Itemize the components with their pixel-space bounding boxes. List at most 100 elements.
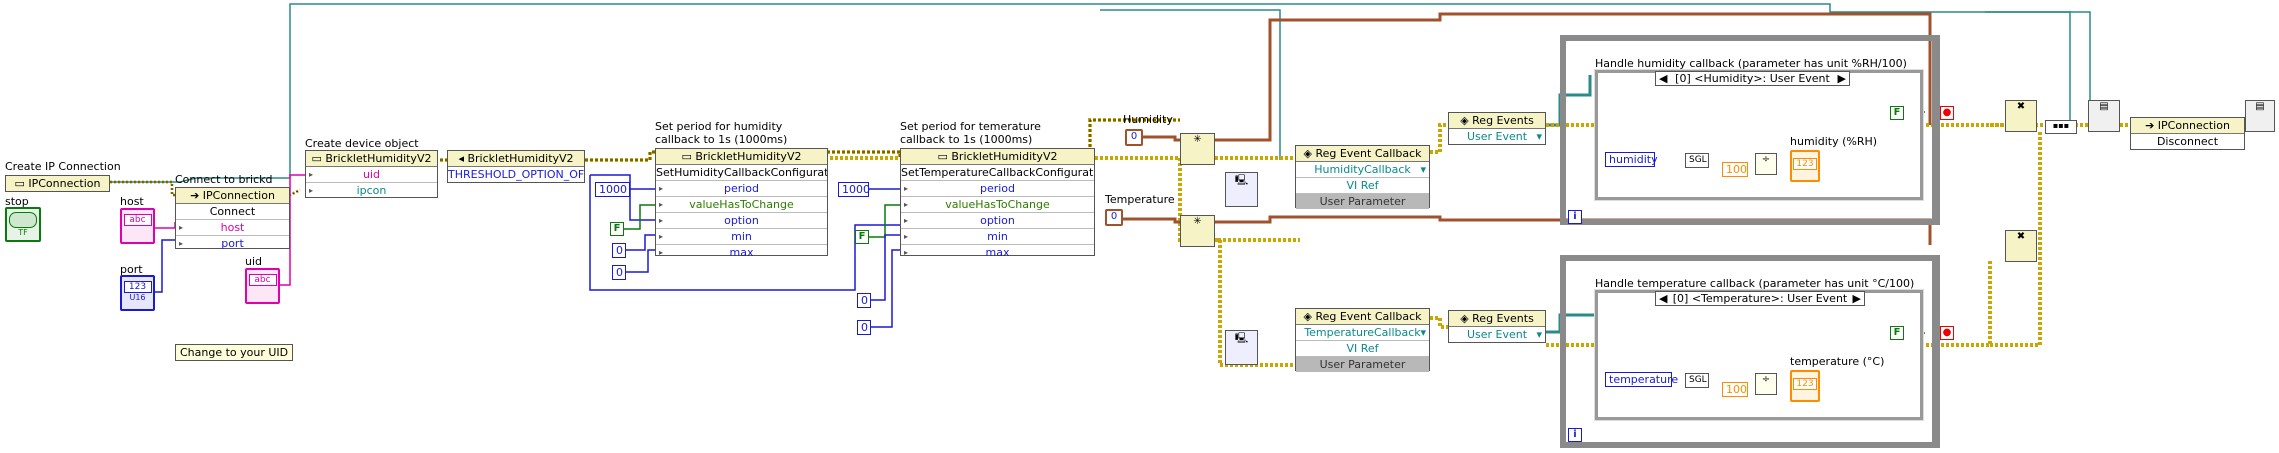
- label-temperature-out: temperature (°C): [1790, 355, 1885, 368]
- c-min-t: [870, 234, 900, 301]
- case-next-icon: ▶: [1837, 72, 1846, 85]
- arrow-right-icon: ➔: [2145, 119, 2158, 132]
- min-t-const[interactable]: 0: [857, 293, 871, 308]
- merge-errors-icon[interactable]: ▪▪▪: [2045, 120, 2077, 134]
- stop-h-icon: ●: [1940, 106, 1954, 120]
- threshold-wire-2: [590, 174, 655, 221]
- reg-ev-t-value[interactable]: User Event▾: [1466, 328, 1542, 341]
- close-ref-icon-2[interactable]: ▤: [2245, 100, 2275, 132]
- label-set-period-t-2: callback to 1s (1000ms): [900, 133, 1033, 146]
- label-host: host: [120, 195, 144, 208]
- label-create-device: Create device object: [305, 137, 419, 150]
- label-uid: uid: [245, 255, 263, 268]
- hum-option: option: [656, 213, 827, 229]
- reg-ev-t-node[interactable]: ◈ Reg Events User Event▾: [1448, 310, 1546, 343]
- port-terminal[interactable]: 123 U16: [120, 275, 155, 311]
- device-icon: ▭: [681, 150, 696, 163]
- tcb-chain: [1430, 316, 1450, 329]
- destroy-event-h-icon[interactable]: ✖: [2005, 100, 2037, 132]
- iteration-h-icon: i: [1568, 210, 1582, 224]
- ipconnection-constructor[interactable]: ▭ IPConnection: [5, 175, 110, 192]
- c-f-t: [869, 204, 900, 238]
- humidity-case-selector[interactable]: ◀[0] <Humidity>: User Event▶: [1655, 71, 1850, 86]
- vi-ref-t-icon[interactable]: 🖳: [1225, 330, 1258, 365]
- create-user-event-h-icon[interactable]: ✳: [1180, 133, 1215, 165]
- reg-cb-h-viref: VI Ref: [1296, 178, 1429, 194]
- period-t-const[interactable]: 1000: [838, 182, 870, 197]
- uid-wire: [280, 174, 305, 286]
- connect-host: host: [176, 220, 289, 236]
- threshold-wire: [589, 175, 905, 291]
- divisor-h-const[interactable]: 100: [1722, 162, 1748, 177]
- c-max-t: [870, 249, 900, 328]
- max-t-const[interactable]: 0: [857, 320, 871, 335]
- temp-vhc: valueHasToChange: [901, 197, 1094, 213]
- vhc-t-const[interactable]: F: [855, 230, 869, 244]
- hum-config-method: SetHumidityCallbackConfiguration: [656, 166, 827, 181]
- threshold-value: THRESHOLD_OPTION_OFF: [448, 168, 584, 181]
- event-structure-temperature[interactable]: [1594, 289, 1924, 421]
- temperature-refnum[interactable]: 0: [1105, 209, 1123, 226]
- temperature-indicator: 123: [1790, 370, 1820, 402]
- stop-t-const[interactable]: F: [1890, 326, 1904, 340]
- connect-port: port: [176, 236, 289, 251]
- reg-cb-h-title: ◈ Reg Event Callback: [1296, 146, 1429, 162]
- threshold-node[interactable]: ◂ BrickletHumidityV2 THRESHOLD_OPTION_OF…: [447, 150, 585, 183]
- max-h-const[interactable]: 0: [612, 265, 626, 280]
- reg-ev-h-value[interactable]: User Event▾: [1466, 130, 1542, 143]
- divisor-t-const[interactable]: 100: [1722, 382, 1748, 397]
- destroy-event-t-icon[interactable]: ✖: [2005, 230, 2037, 262]
- stop-terminal[interactable]: TF: [5, 207, 41, 242]
- temperature-unbundle: temperature: [1605, 372, 1678, 387]
- device-icon: ▭: [937, 150, 952, 163]
- vi-ref-h-icon[interactable]: 🖳: [1225, 172, 1258, 207]
- while-loop-temperature[interactable]: [1560, 255, 1940, 448]
- temp-period: period: [901, 181, 1094, 197]
- ipcon-chain-2: [110, 181, 301, 196]
- hum-max: max: [656, 245, 827, 260]
- hcb-chain: [1430, 123, 1450, 154]
- hum-config-node[interactable]: ▭ BrickletHumidityV2 SetHumidityCallback…: [655, 148, 828, 260]
- property-icon: ◂: [458, 152, 468, 165]
- threshold-title: ◂ BrickletHumidityV2: [448, 151, 584, 167]
- destroy-chain-t: [1990, 130, 2042, 347]
- vhc-h-const[interactable]: F: [610, 222, 624, 236]
- reg-cb-h-cb[interactable]: HumidityCallback▾: [1296, 162, 1429, 178]
- case-prev-icon: ◀: [1659, 72, 1668, 85]
- host-wire: [155, 222, 176, 229]
- min-h-const[interactable]: 0: [612, 243, 626, 258]
- temp-min: min: [901, 229, 1094, 245]
- connect-node[interactable]: ➔ IPConnection Connect host port: [175, 187, 290, 251]
- temperature-case-selector[interactable]: ◀[0] <Temperature>: User Event▶: [1655, 291, 1865, 306]
- create-device-node[interactable]: ▭ BrickletHumidityV2 uid ipcon: [305, 150, 438, 198]
- stop-h-const[interactable]: F: [1890, 106, 1904, 120]
- label-set-period-h-2: callback to 1s (1000ms): [655, 133, 788, 146]
- temp-config-node[interactable]: ▭ BrickletHumidityV2 SetTemperatureCallb…: [900, 148, 1095, 260]
- period-h-const[interactable]: 1000: [595, 182, 630, 197]
- event-icon: ◈: [1460, 312, 1473, 325]
- event-structure-humidity[interactable]: [1594, 69, 1924, 201]
- reg-cb-h-node[interactable]: ◈ Reg Event Callback HumidityCallback▾ V…: [1295, 145, 1430, 209]
- disconnect-title: ➔ IPConnection: [2131, 118, 2244, 134]
- label-humidity: Humidity: [1123, 113, 1173, 126]
- disconnect-node[interactable]: ➔ IPConnection Disconnect: [2130, 117, 2245, 150]
- reg-ev-t-title: ◈ Reg Events: [1449, 311, 1545, 327]
- event-icon: ◈: [1303, 310, 1316, 323]
- reg-cb-t-node[interactable]: ◈ Reg Event Callback TemperatureCallback…: [1295, 308, 1430, 372]
- uid-terminal[interactable]: abc: [245, 268, 280, 304]
- close-ref-icon-1[interactable]: ▤: [2088, 100, 2120, 132]
- humidity-indicator: 123: [1790, 150, 1820, 182]
- label-humidity-out: humidity (%RH): [1790, 135, 1878, 148]
- temp-max: max: [901, 245, 1094, 260]
- reg-ev-h-node[interactable]: ◈ Reg Events User Event▾: [1448, 112, 1546, 145]
- while-loop-humidity[interactable]: [1560, 35, 1940, 225]
- sgl-h: SGL: [1685, 153, 1709, 168]
- arrow-right-icon: ➔: [190, 189, 203, 202]
- host-terminal[interactable]: abc: [120, 208, 155, 244]
- ipconnection-icon: ▭: [14, 177, 29, 190]
- create-user-event-t-icon[interactable]: ✳: [1180, 215, 1215, 247]
- reg-cb-t-cb[interactable]: TemperatureCallback▾: [1296, 325, 1429, 341]
- iteration-t-icon: i: [1568, 428, 1582, 442]
- label-set-period-t-1: Set period for temerature: [900, 120, 1041, 133]
- humidity-refnum[interactable]: 0: [1125, 129, 1143, 146]
